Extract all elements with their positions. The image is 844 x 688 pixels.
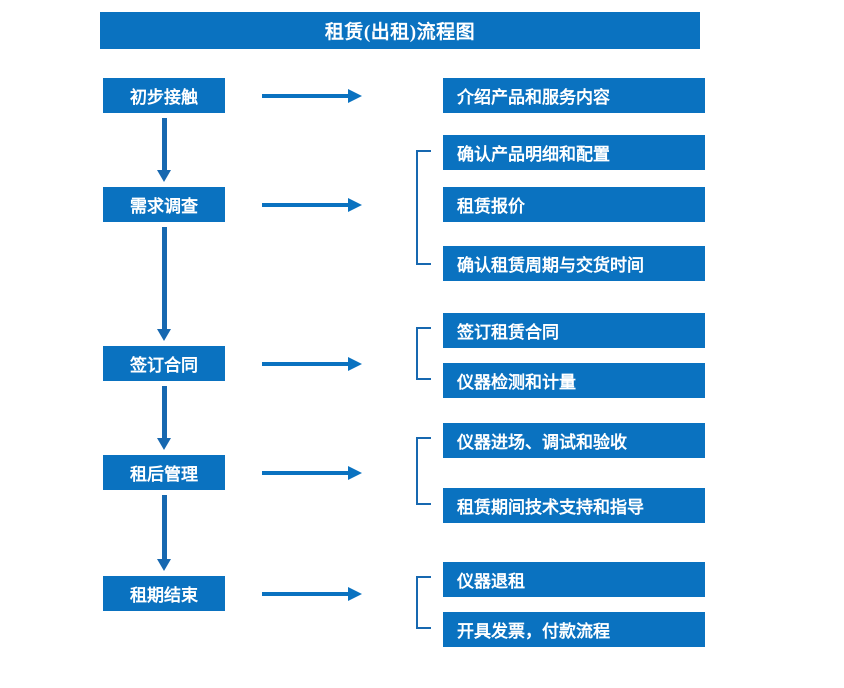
detail-box-instrument-return[interactable]: 仪器退租 (443, 562, 705, 597)
vertical-arrow-contact-to-survey (157, 118, 171, 182)
group-bracket-2 (416, 150, 431, 265)
detail-box-instrument-calibration[interactable]: 仪器检测和计量 (443, 363, 705, 398)
detail-box-confirm-product-spec[interactable]: 确认产品明细和配置 (443, 135, 705, 170)
stage-box-post-rental-management[interactable]: 租后管理 (103, 455, 225, 490)
horizontal-arrow-stage-3 (262, 357, 362, 371)
vertical-arrow-management-to-lease-end (157, 495, 171, 571)
group-bracket-5 (416, 576, 431, 629)
group-bracket-4 (416, 437, 431, 505)
detail-box-sign-lease-contract[interactable]: 签订租赁合同 (443, 313, 705, 348)
stage-box-initial-contact[interactable]: 初步接触 (103, 78, 225, 113)
detail-box-introduce-products[interactable]: 介绍产品和服务内容 (443, 78, 705, 113)
stage-box-lease-end[interactable]: 租期结束 (103, 576, 225, 611)
detail-box-instrument-installation[interactable]: 仪器进场、调试和验收 (443, 423, 705, 458)
horizontal-arrow-stage-2 (262, 198, 362, 212)
stage-box-requirement-survey[interactable]: 需求调查 (103, 187, 225, 222)
group-bracket-3 (416, 327, 431, 380)
horizontal-arrow-stage-4 (262, 466, 362, 480)
detail-box-rental-quotation[interactable]: 租赁报价 (443, 187, 705, 222)
vertical-arrow-survey-to-contract (157, 227, 171, 341)
detail-box-technical-support[interactable]: 租赁期间技术支持和指导 (443, 488, 705, 523)
horizontal-arrow-stage-1 (262, 89, 362, 103)
chart-title: 租赁(出租)流程图 (100, 12, 700, 49)
horizontal-arrow-stage-5 (262, 587, 362, 601)
stage-box-sign-contract[interactable]: 签订合同 (103, 346, 225, 381)
detail-box-invoice-payment[interactable]: 开具发票，付款流程 (443, 612, 705, 647)
detail-box-confirm-lease-period[interactable]: 确认租赁周期与交货时间 (443, 246, 705, 281)
vertical-arrow-contract-to-management (157, 386, 171, 450)
